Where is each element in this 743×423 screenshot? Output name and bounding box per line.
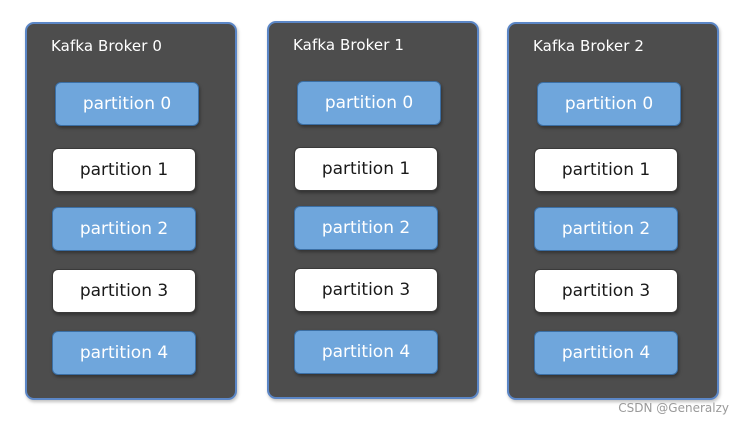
partition-0: partition 0 xyxy=(297,81,441,125)
partition-4: partition 4 xyxy=(294,330,438,374)
partition-2: partition 2 xyxy=(534,207,678,251)
broker-title: Kafka Broker 2 xyxy=(533,37,644,55)
partition-2: partition 2 xyxy=(52,207,196,251)
partition-0: partition 0 xyxy=(537,82,681,126)
partition-3: partition 3 xyxy=(52,269,196,313)
partition-2: partition 2 xyxy=(294,206,438,250)
partition-1: partition 1 xyxy=(294,147,438,191)
broker-2: Kafka Broker 2 partition 0 partition 1 p… xyxy=(507,22,719,400)
broker-title: Kafka Broker 1 xyxy=(293,36,404,54)
partition-4: partition 4 xyxy=(52,331,196,375)
partition-3: partition 3 xyxy=(534,269,678,313)
partition-1: partition 1 xyxy=(52,148,196,192)
watermark-text: CSDN @Generalzy xyxy=(618,401,729,415)
broker-0: Kafka Broker 0 partition 0 partition 1 p… xyxy=(25,22,237,400)
partition-1: partition 1 xyxy=(534,148,678,192)
partition-0: partition 0 xyxy=(55,82,199,126)
partition-3: partition 3 xyxy=(294,268,438,312)
broker-title: Kafka Broker 0 xyxy=(51,37,162,55)
broker-1: Kafka Broker 1 partition 0 partition 1 p… xyxy=(267,21,479,399)
partition-4: partition 4 xyxy=(534,331,678,375)
